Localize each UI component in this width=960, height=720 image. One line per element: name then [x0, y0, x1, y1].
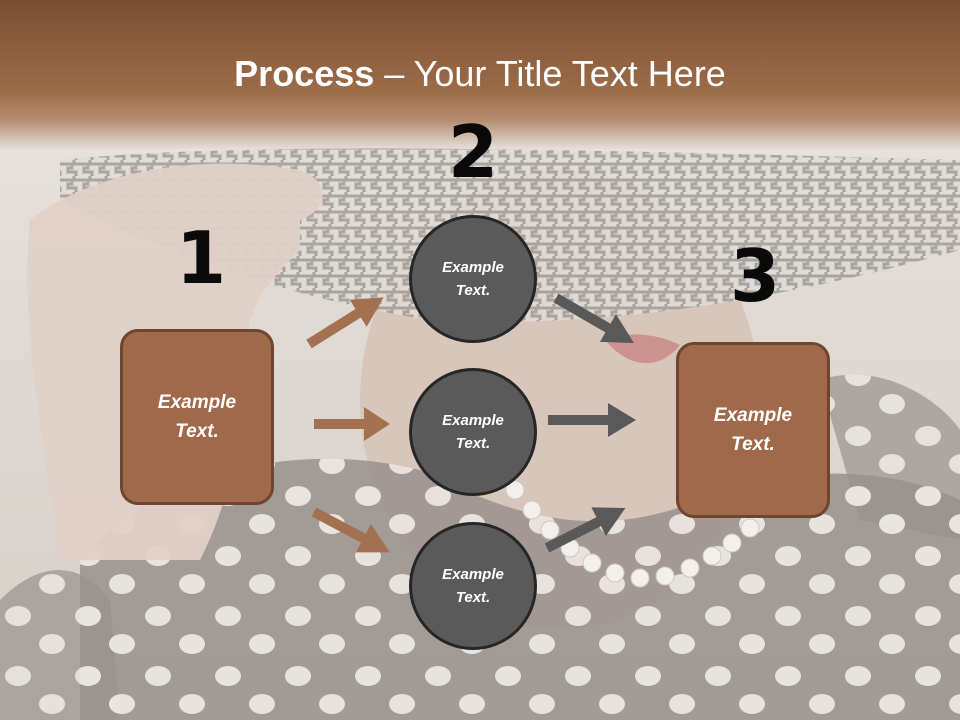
left-process-box: Example Text.	[120, 329, 274, 505]
right-box-line1: Example	[713, 405, 793, 426]
circle-middle-line2: Text.	[455, 435, 491, 452]
left-box-line2: Text.	[175, 421, 219, 442]
circle-top-line2: Text.	[455, 282, 491, 299]
arrow-circle-middle-to-box	[548, 403, 636, 437]
arrow-circle-bottom-to-box	[544, 507, 626, 553]
step-number-3: 3	[730, 234, 781, 318]
header-band	[0, 0, 960, 150]
arrow-box-to-circle-bottom	[311, 507, 390, 553]
circle-bottom-line1: Example	[442, 566, 504, 583]
arrow-box-to-circle-top	[306, 297, 384, 349]
title-bold: Process	[234, 53, 375, 94]
step-number-1: 1	[176, 216, 227, 300]
circle-top: Example Text.	[409, 215, 537, 343]
circle-bottom-line2: Text.	[455, 589, 491, 606]
right-process-box: Example Text.	[676, 342, 830, 518]
circle-top-line1: Example	[442, 259, 504, 276]
step-number-2: 2	[448, 110, 499, 194]
right-box-line2: Text.	[731, 434, 775, 455]
arrow-circle-top-to-box	[553, 293, 634, 343]
circle-middle: Example Text.	[409, 368, 537, 496]
slide-title: Process – Your Title Text Here	[0, 52, 960, 96]
title-rest: – Your Title Text Here	[374, 53, 726, 94]
arrow-box-to-circle-middle	[314, 407, 390, 441]
left-box-line1: Example	[157, 392, 237, 413]
circle-middle-line1: Example	[442, 412, 504, 429]
circle-bottom: Example Text.	[409, 522, 537, 650]
